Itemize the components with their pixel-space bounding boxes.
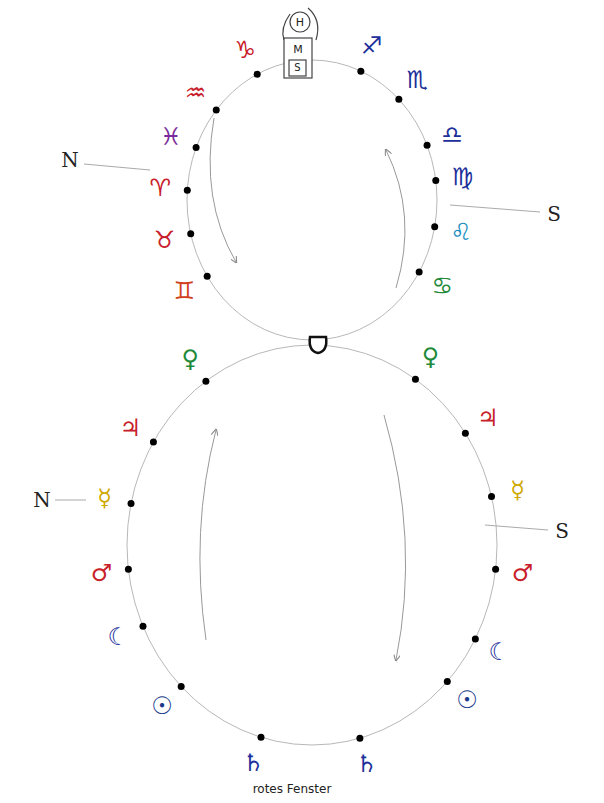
flow-arrow: [210, 118, 236, 262]
marker-dot: [492, 566, 499, 573]
zodiac-sign: ♒: [185, 81, 207, 105]
zodiac-sign: ♌: [450, 220, 472, 244]
planet-symbol: ♂: [91, 561, 113, 585]
marker-dot: [125, 566, 132, 573]
compass-letter: N: [61, 150, 79, 170]
zodiac-sign: ♍: [452, 165, 474, 189]
marker-dot: [184, 187, 191, 194]
marker-dot: [472, 635, 479, 642]
marker-dot: [204, 273, 211, 280]
marker-dot: [258, 734, 265, 741]
marker-dot: [254, 71, 261, 78]
lower-loop: [127, 345, 497, 745]
zodiac-sign: ♑: [235, 38, 257, 62]
marker-dot: [412, 376, 419, 383]
marker-dot: [150, 438, 157, 445]
planet-symbol: ☿: [97, 486, 112, 510]
planet-symbol: ☿: [510, 478, 525, 502]
zodiac-sign: ♊: [174, 279, 196, 303]
figure-letter: S: [294, 63, 300, 73]
flow-arrow: [384, 415, 406, 660]
planet-symbol: ♀: [422, 345, 440, 369]
zodiac-sign: ♓: [160, 125, 182, 149]
marker-dot: [488, 493, 495, 500]
marker-dot: [357, 68, 364, 75]
zodiac-sign: ♏: [407, 68, 429, 92]
figure-letter: M: [293, 44, 303, 55]
figure-letter: H: [296, 17, 304, 28]
planet-symbol: ♃: [477, 406, 499, 430]
planet-symbol: ☉: [456, 688, 478, 712]
marker-dot: [462, 430, 469, 437]
marker-dot: [444, 678, 451, 685]
marker-dot: [202, 378, 209, 385]
zodiac-sign: ♐: [361, 34, 383, 58]
zodiac-sign: ♈: [150, 176, 172, 200]
compass-letter: N: [33, 490, 51, 510]
compass-letter: S: [555, 521, 569, 541]
marker-dot: [128, 500, 135, 507]
marker-dot: [356, 735, 363, 742]
junction-symbol: [310, 337, 327, 353]
standing-figure: [283, 8, 318, 78]
marker-dot: [139, 623, 146, 630]
marker-dot: [187, 230, 194, 237]
flow-arrow: [386, 150, 405, 288]
direction-line: [485, 525, 548, 530]
zodiac-sign: ♉: [154, 228, 176, 252]
compass-letter: S: [547, 204, 561, 224]
planet-symbol: ♄: [243, 751, 265, 775]
direction-line: [450, 205, 540, 212]
planet-symbol: ☾: [108, 625, 130, 649]
marker-dot: [213, 107, 220, 114]
marker-dot: [432, 177, 439, 184]
marker-dot: [395, 96, 402, 103]
planet-symbol: ♄: [356, 752, 378, 776]
planet-symbol: ☉: [151, 694, 173, 718]
flow-arrow: [200, 430, 216, 640]
window-note: rotes Fenster: [253, 783, 332, 795]
marker-dot: [416, 269, 423, 276]
planet-symbol: ♃: [120, 416, 142, 440]
marker-dot: [193, 144, 200, 151]
marker-dot: [424, 142, 431, 149]
marker-dot: [431, 223, 438, 230]
zodiac-sign: ♋: [432, 274, 454, 298]
direction-line: [84, 164, 150, 170]
planet-symbol: ♂: [512, 561, 534, 585]
planet-symbol: ☾: [488, 640, 510, 664]
planet-symbol: ♀: [182, 347, 200, 371]
direction-line: [55, 500, 86, 501]
marker-dot: [178, 683, 185, 690]
upper-loop: [187, 60, 437, 340]
zodiac-sign: ♎: [441, 123, 463, 147]
